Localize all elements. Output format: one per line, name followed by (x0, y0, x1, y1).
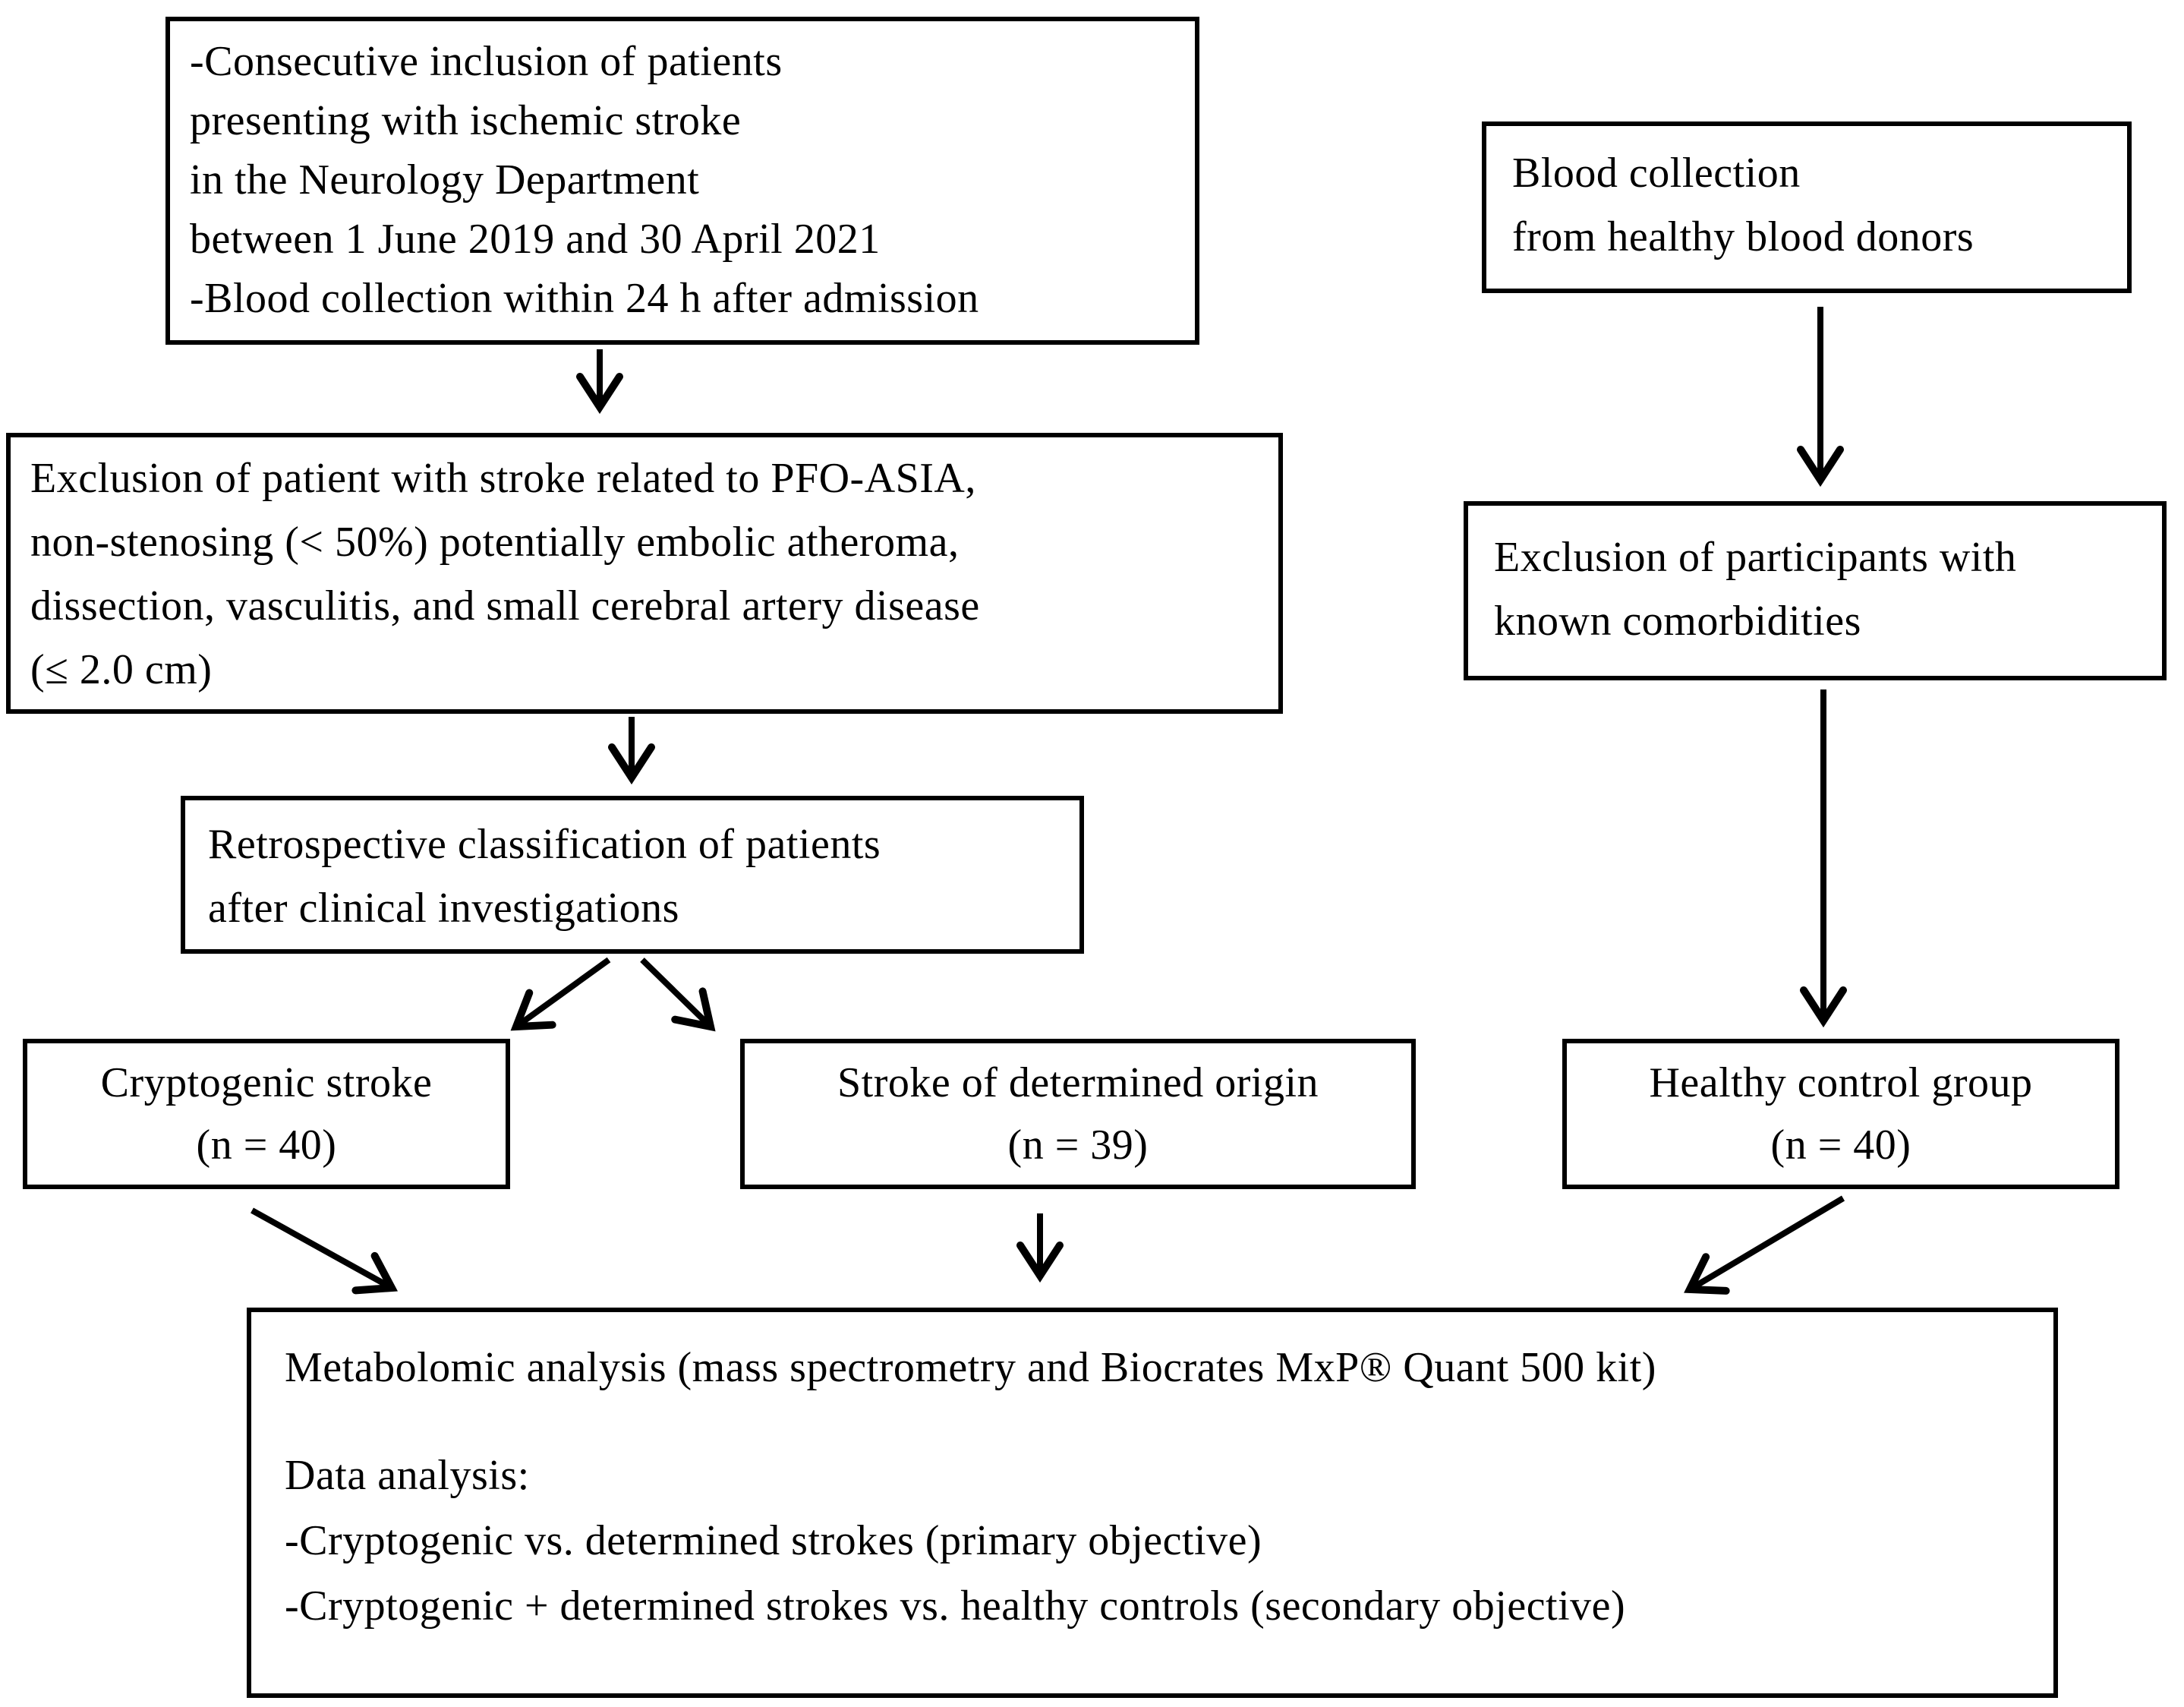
box-cryptogenic-stroke-line: Cryptogenic stroke (100, 1059, 433, 1106)
arrow-classification-to-determined (640, 958, 716, 1032)
box-blood-collection: Blood collection from healthy blood dono… (1482, 121, 2132, 293)
box-exclusion-participants-line: known comorbidities (1494, 598, 1861, 645)
arrow-healthy-to-analysis (1684, 1195, 1845, 1295)
box-consecutive-inclusion-line: presenting with ischemic stroke (190, 97, 742, 144)
box-cryptogenic-stroke: Cryptogenic stroke (n = 40) (23, 1039, 510, 1189)
box-exclusion-patients-line: non-stenosing (< 50%) potentially emboli… (30, 519, 960, 566)
box-metabolomic-analysis: Metabolomic analysis (mass spectrometry … (247, 1308, 2058, 1698)
box-consecutive-inclusion-line: between 1 June 2019 and 30 April 2021 (190, 216, 881, 263)
box-determined-stroke-count: (n = 39) (1007, 1122, 1149, 1169)
box-blood-collection-line: from healthy blood donors (1512, 213, 1974, 260)
box-blood-collection-line: Blood collection (1512, 150, 1801, 197)
box-metabolomic-analysis-line: -Cryptogenic + determined strokes vs. he… (285, 1582, 1626, 1630)
box-healthy-control-group: Healthy control group (n = 40) (1562, 1039, 2119, 1189)
box-exclusion-patients-line: (≤ 2.0 cm) (30, 646, 213, 693)
box-metabolomic-analysis-line: -Cryptogenic vs. determined strokes (pri… (285, 1517, 1262, 1564)
box-exclusion-patients: Exclusion of patient with stroke related… (6, 433, 1283, 714)
box-cryptogenic-stroke-count: (n = 40) (196, 1122, 337, 1169)
box-healthy-control-group-count: (n = 40) (1770, 1122, 1911, 1169)
box-exclusion-patients-line: Exclusion of patient with stroke related… (30, 455, 976, 502)
box-healthy-control-group-line: Healthy control group (1649, 1059, 2033, 1106)
box-determined-stroke-line: Stroke of determined origin (837, 1059, 1319, 1106)
box-exclusion-participants-line: Exclusion of participants with (1494, 534, 2017, 581)
box-retrospective-classification: Retrospective classification of patients… (181, 796, 1084, 954)
box-metabolomic-analysis-line (285, 1400, 2020, 1443)
box-metabolomic-analysis-line: Metabolomic analysis (mass spectrometry … (285, 1344, 1656, 1391)
box-metabolomic-analysis-line: Data analysis: (285, 1452, 530, 1499)
box-exclusion-patients-line: dissection, vasculitis, and small cerebr… (30, 582, 980, 629)
box-consecutive-inclusion-line: -Consecutive inclusion of patients (190, 38, 783, 85)
box-retrospective-classification-line: Retrospective classification of patients (208, 821, 881, 868)
arrow-cryptogenic-to-analysis (251, 1207, 399, 1295)
box-consecutive-inclusion: -Consecutive inclusion of patients prese… (165, 17, 1199, 345)
arrow-classification-to-cryptogenic (510, 957, 611, 1031)
box-exclusion-participants: Exclusion of participants with known com… (1464, 501, 2167, 680)
box-consecutive-inclusion-line: in the Neurology Department (190, 156, 700, 204)
box-retrospective-classification-line: after clinical investigations (208, 885, 679, 932)
box-consecutive-inclusion-line: -Blood collection within 24 h after admi… (190, 275, 979, 322)
box-determined-stroke: Stroke of determined origin (n = 39) (740, 1039, 1416, 1189)
